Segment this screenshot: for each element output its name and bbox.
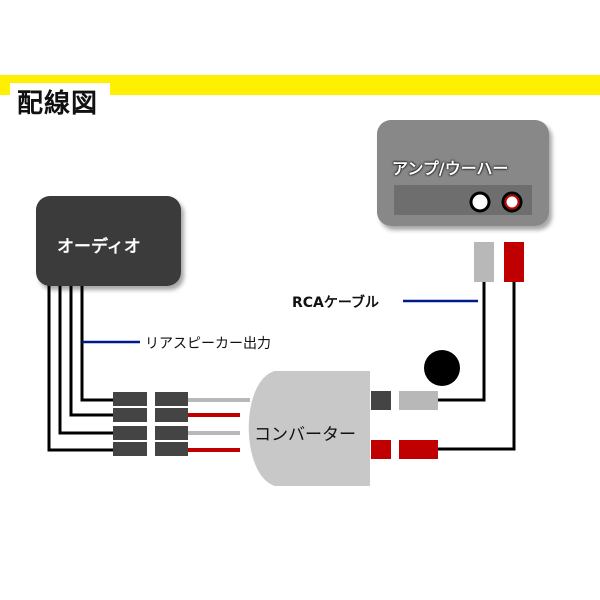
audio-unit [36, 196, 181, 286]
audio-output-wires [47, 285, 113, 452]
audio-wire-2 [69, 285, 113, 417]
amp-rca-jack-white [469, 191, 491, 213]
audio-label: オーディオ [57, 237, 141, 257]
connector-left-3 [113, 426, 147, 440]
amp-rca-plug-red [504, 242, 524, 282]
amp-rca-plug-white [474, 242, 494, 282]
amp-label: アンプ/ウーハー [392, 159, 509, 178]
connector-right-2 [155, 408, 188, 422]
connector-right-4 [155, 442, 188, 456]
rca-wire-red [437, 282, 516, 451]
converter-rca-out-red [371, 440, 391, 459]
audio-wire-3 [58, 285, 113, 435]
converter-unit [248, 371, 370, 486]
connector-right-3 [155, 426, 188, 440]
audio-wire-1 [80, 285, 113, 402]
converter-label: コンバーター [254, 425, 356, 445]
connector-left-4 [113, 442, 147, 456]
connector-right-1 [155, 392, 188, 406]
title-bar [0, 75, 600, 95]
page-title: 配線図 [17, 89, 99, 119]
audio-wire-4 [47, 285, 113, 452]
converter-rca-plug-white [399, 391, 438, 410]
speaker-connectors [113, 392, 188, 456]
connector-left-1 [113, 392, 147, 406]
converter-rca-out-white [371, 391, 391, 410]
rear-speaker-output-label: リアスピーカー出力 [145, 336, 271, 352]
rca-cable-label: RCAケーブル [292, 295, 380, 311]
rca-wire-white [437, 282, 486, 402]
ground-dot [424, 350, 460, 386]
title-background [10, 83, 110, 113]
converter-rca-plug-red [399, 440, 438, 459]
connector-left-2 [113, 408, 147, 422]
